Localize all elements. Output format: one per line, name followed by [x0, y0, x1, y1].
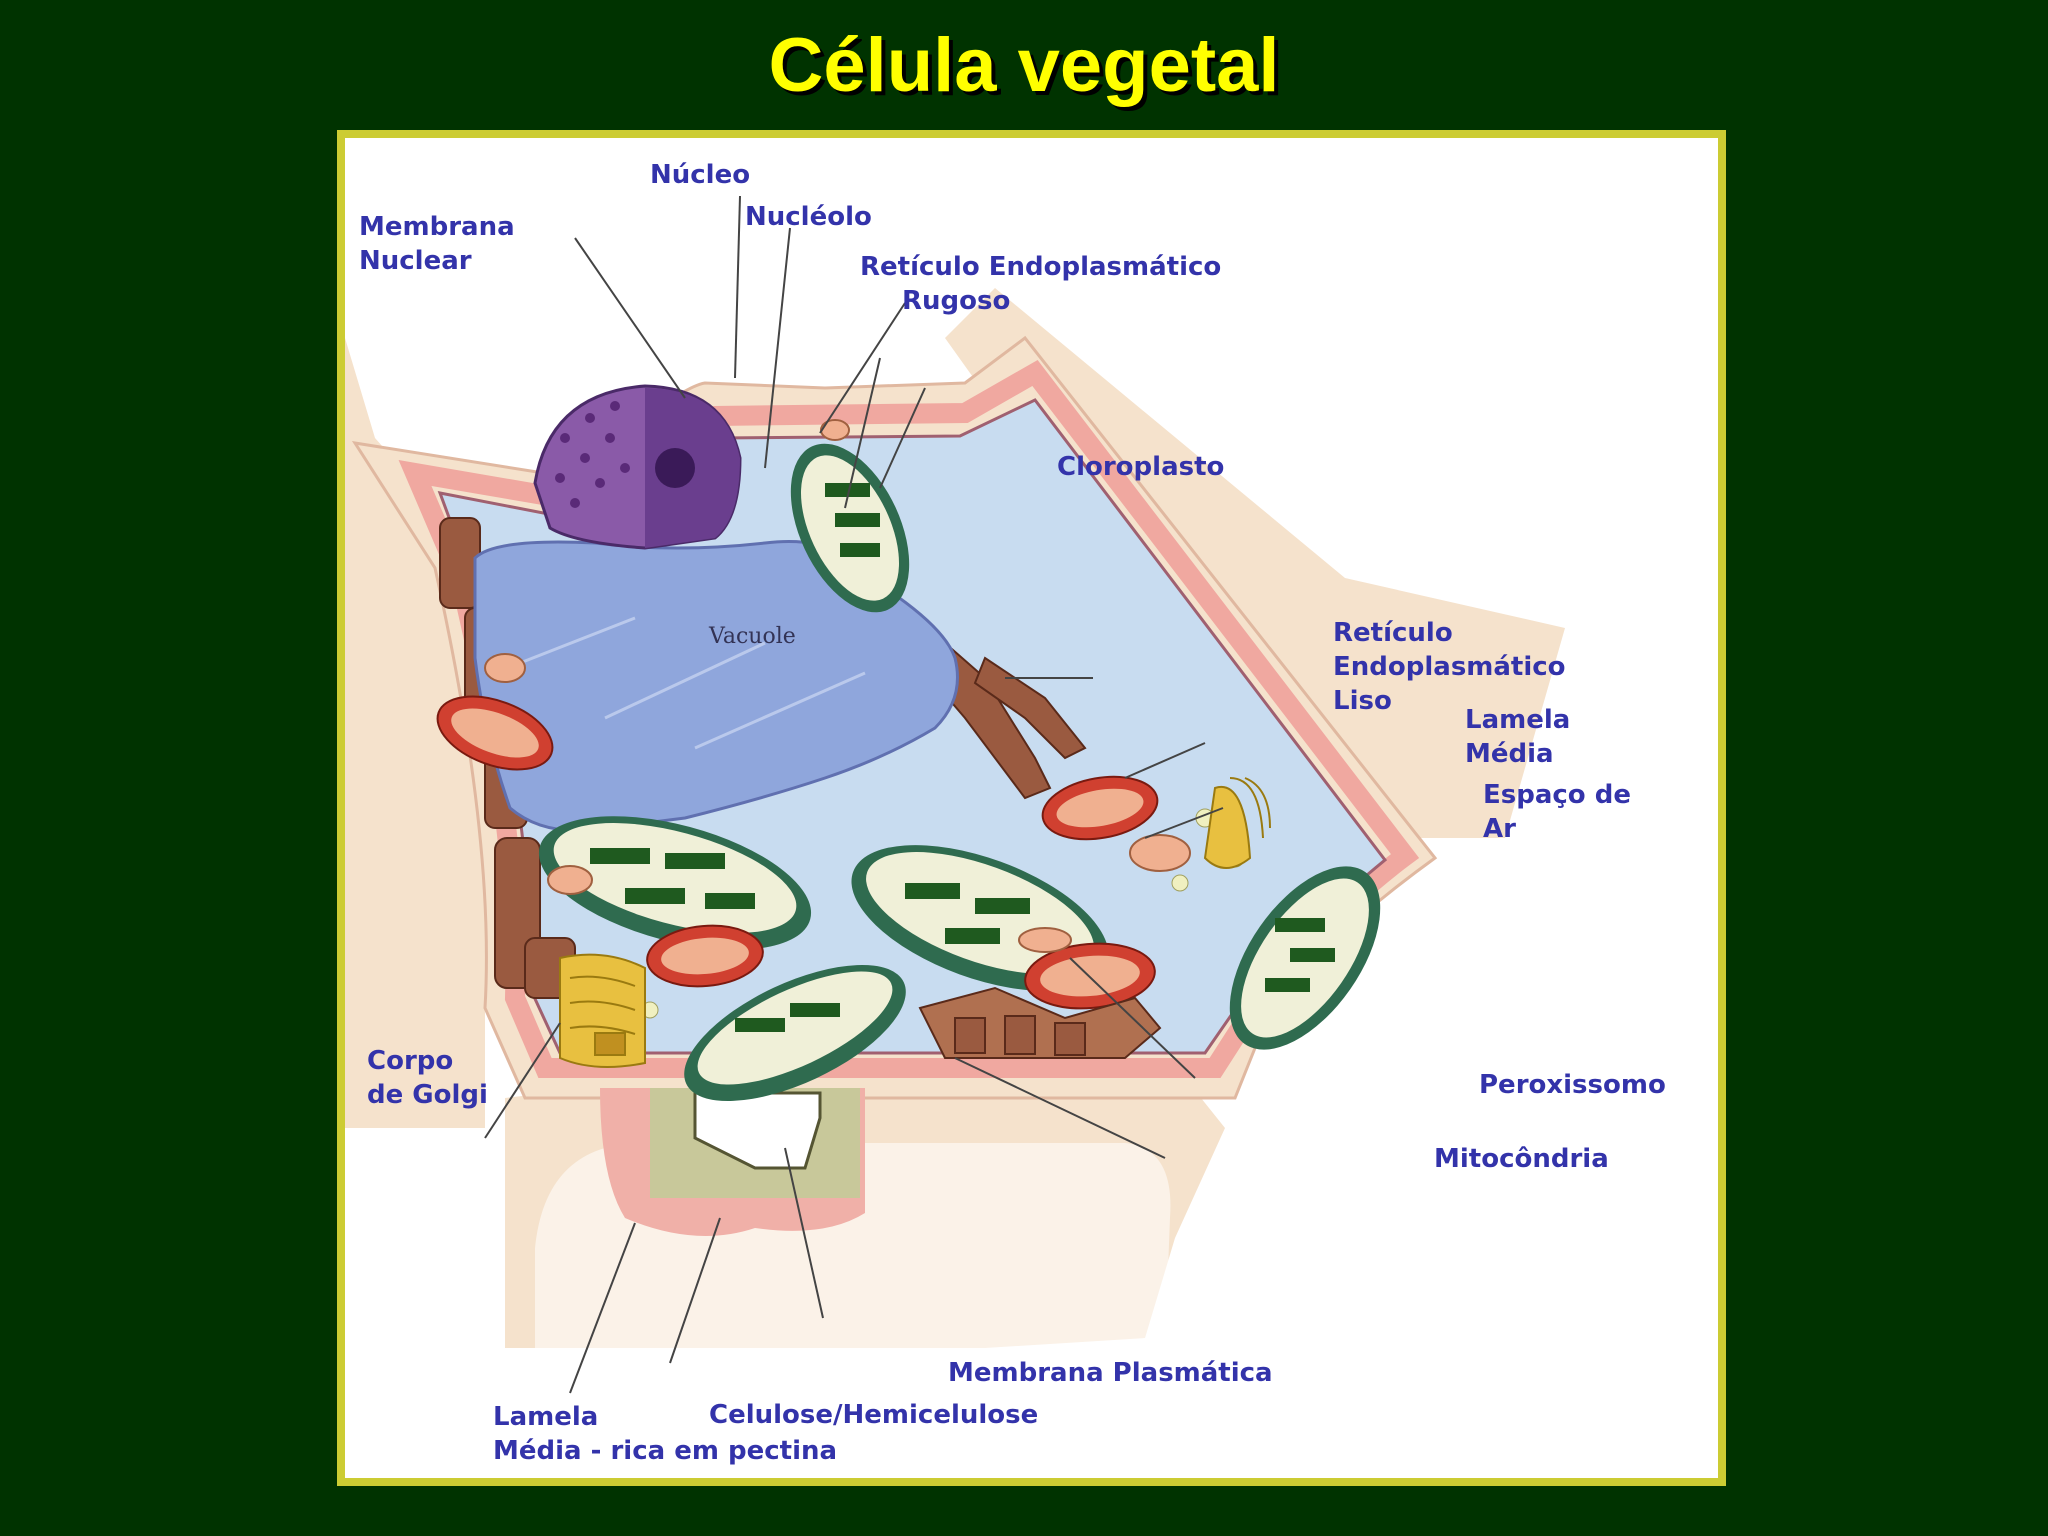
- chloroplast: [538, 816, 812, 950]
- label-rer-line1: Retículo Endoplasmático: [860, 252, 1222, 282]
- label-rel-line3: Liso: [1333, 686, 1392, 716]
- label-espaco-de-ar-line2: Ar: [1483, 814, 1516, 844]
- mitochondrion: [646, 924, 764, 988]
- label-membrana-nuclear: Membrana Nuclear: [359, 210, 515, 278]
- mitochondrion: [436, 695, 554, 771]
- vacuole: [473, 539, 959, 832]
- plasma-membrane-cutaway: [693, 1091, 822, 1170]
- label-lamela-pectina: Lamela Média - rica em pectina: [493, 1400, 837, 1468]
- leader-peroxissomo: [1069, 957, 1196, 1079]
- label-lamela-media-line1: Lamela: [1465, 705, 1571, 735]
- label-rel-line1: Retículo: [1333, 618, 1453, 648]
- label-membrana-nuclear-line2: Nuclear: [359, 246, 472, 276]
- leader-lamela-pectina: [569, 1222, 636, 1394]
- nucleolus: [655, 448, 695, 488]
- label-rel: Retículo Endoplasmático Liso: [1333, 616, 1566, 718]
- label-membrana-nuclear-line1: Membrana: [359, 212, 515, 242]
- label-celulose: Celulose/Hemicelulose: [709, 1400, 1039, 1430]
- peroxisomes: [484, 419, 1191, 953]
- chloroplast: [684, 964, 906, 1102]
- label-espaco-de-ar-line1: Espaço de: [1483, 780, 1631, 810]
- label-rel-line2: Endoplasmático: [1333, 652, 1566, 682]
- label-lamela-media-line2: Média: [1465, 739, 1554, 769]
- smooth-er: [918, 986, 1162, 1059]
- leader-celulose: [669, 1217, 721, 1364]
- label-peroxissomo: Peroxissomo: [1479, 1070, 1666, 1100]
- plant-cell-illustration: [345, 195, 1565, 1394]
- nucleus: [533, 384, 742, 550]
- chloroplast: [1229, 866, 1381, 1050]
- chloroplast: [790, 443, 910, 613]
- label-lamela-pectina-line1: Lamela: [493, 1402, 599, 1432]
- vacuole-sheen: [519, 616, 866, 750]
- golgi-body: [559, 953, 646, 1068]
- label-corpo-de-golgi-line2: de Golgi: [367, 1080, 488, 1110]
- leader-golgi: [484, 1022, 561, 1139]
- leader-espaco-de-ar: [1144, 807, 1224, 839]
- slide-title: Célula vegetal: [768, 23, 1280, 108]
- leader-mitocondria: [954, 1057, 1166, 1159]
- label-membrana-plasmatica: Membrana Plasmática: [948, 1358, 1273, 1388]
- label-nucleolo: Nucléolo: [745, 202, 872, 232]
- label-lamela-media: Lamela Média: [1465, 703, 1570, 771]
- diagram-frame: Núcleo Nucléolo Membrana Nuclear Retícul…: [337, 130, 1726, 1486]
- leader-rer: [819, 302, 906, 434]
- leader-membrana-nuclear: [574, 237, 686, 399]
- label-nucleo: Núcleo: [650, 160, 751, 190]
- mitochondria: [436, 695, 1159, 1010]
- golgi-body-right: [1203, 777, 1271, 869]
- mitochondrion: [1041, 775, 1159, 841]
- label-rer-line2: Rugoso: [902, 286, 1011, 316]
- label-cloroplasto: Cloroplasto: [1057, 452, 1225, 482]
- leader-nucleolo: [764, 227, 791, 469]
- label-corpo-de-golgi: Corpo de Golgi: [367, 1044, 488, 1112]
- leader-cloroplasto: [844, 357, 881, 509]
- label-vacuole: Vacuole: [709, 624, 796, 649]
- neighbor-cell-wall-right: [945, 288, 1565, 838]
- leader-lines: [484, 195, 1224, 1394]
- leader-cloroplasto-2: [879, 387, 926, 489]
- label-lamela-pectina-line2: Média - rica em pectina: [493, 1436, 838, 1466]
- label-espaco-de-ar: Espaço de Ar: [1483, 778, 1631, 846]
- label-mitocondria: Mitocôndria: [1434, 1144, 1609, 1174]
- leader-lamela-media: [1124, 742, 1206, 779]
- leader-nucleo: [734, 195, 741, 379]
- label-corpo-de-golgi-line1: Corpo: [367, 1046, 454, 1076]
- label-rer: Retículo Endoplasmático Rugoso: [860, 250, 1221, 318]
- leader-membrana-plasmatica: [784, 1147, 824, 1319]
